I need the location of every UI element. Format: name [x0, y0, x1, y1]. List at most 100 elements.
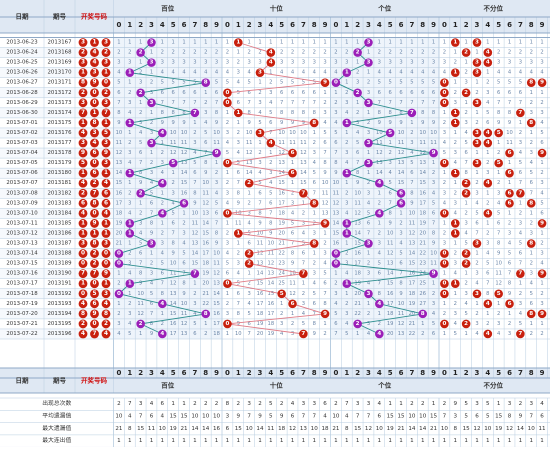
- omission-value: 1: [530, 90, 533, 96]
- hit-ball: [299, 329, 308, 339]
- omission-value: 5: [464, 140, 467, 146]
- hit-ball: [494, 128, 503, 138]
- omission-value: 4: [356, 130, 360, 136]
- omission-value: 1: [432, 40, 435, 46]
- omission-value: 4: [334, 120, 338, 126]
- stat-value: 5: [464, 401, 468, 407]
- stat-value: 7: [367, 413, 371, 419]
- omission-value: 1: [530, 40, 533, 46]
- hit-ball-digit: 2: [247, 261, 251, 267]
- hit-ball-digit: 8: [312, 120, 316, 126]
- omission-value: 2: [540, 170, 543, 176]
- omission-value: 3: [117, 321, 120, 327]
- draw-ball: [90, 289, 99, 299]
- omission-value: 3: [226, 130, 229, 136]
- omission-value: 7: [399, 271, 402, 277]
- omission-value: 5: [399, 80, 402, 86]
- stat-value: 6: [475, 413, 479, 419]
- hit-ball: [320, 219, 330, 228]
- omission-value: 2: [464, 70, 467, 76]
- date-cell: 2013-07-20: [6, 311, 38, 317]
- hit-ball-digit: 2: [139, 321, 143, 327]
- stat-value: 10: [202, 413, 210, 419]
- omission-value: 11: [409, 220, 416, 226]
- draw-ball: [78, 259, 88, 269]
- draw-ball-digit: 8: [104, 311, 108, 317]
- omission-value: 4: [172, 200, 176, 206]
- omission-value: 2: [367, 120, 370, 126]
- omission-value: 15: [409, 261, 416, 267]
- omission-value: 4: [247, 301, 251, 307]
- omission-value: 3: [378, 241, 381, 247]
- draw-ball-digit: 0: [104, 261, 108, 267]
- omission-value: 1: [464, 200, 467, 206]
- omission-value: 3: [258, 60, 261, 66]
- issue-cell: 2013189: [47, 261, 72, 267]
- date-cell: 2013-06-23: [6, 40, 37, 46]
- omission-value: 15: [354, 241, 361, 247]
- omission-value: 1: [486, 150, 489, 156]
- hit-ball: [440, 78, 449, 88]
- draw-ball: [101, 158, 111, 168]
- omission-value: 11: [354, 200, 361, 206]
- issue-cell: 2013175: [47, 120, 71, 126]
- omission-value: 6: [193, 170, 196, 176]
- omission-value: 10: [213, 130, 220, 136]
- omission-value: 7: [291, 241, 294, 247]
- hit-ball: [472, 289, 482, 299]
- omission-value: 6: [399, 261, 402, 267]
- stat-value: 2: [280, 401, 284, 407]
- omission-value: 6: [269, 200, 272, 206]
- hit-ball: [472, 68, 482, 77]
- footer-digit-header: 3: [366, 369, 371, 377]
- omission-value: 3: [464, 220, 467, 226]
- omission-value: 1: [193, 281, 196, 287]
- omission-value: 7: [161, 100, 164, 106]
- omission-value: 3: [313, 150, 316, 156]
- omission-value: 3: [345, 60, 348, 66]
- draw-ball-digit: 3: [81, 40, 85, 46]
- omission-value: 5: [302, 241, 305, 247]
- draw-ball: [78, 118, 88, 128]
- stat-value: 10: [159, 426, 167, 432]
- omission-value: 14: [170, 301, 177, 307]
- omission-value: 13: [213, 281, 220, 287]
- omission-value: 1: [139, 331, 142, 337]
- omission-value: 1: [464, 331, 467, 337]
- omission-value: 4: [389, 170, 393, 176]
- omission-value: 19: [409, 301, 416, 307]
- draw-ball-digit: 3: [104, 100, 108, 106]
- omission-value: 12: [300, 150, 307, 156]
- omission-value: 6: [117, 90, 120, 96]
- hit-ball: [516, 269, 525, 278]
- draw-ball-digit: 1: [81, 120, 85, 126]
- hit-ball: [320, 309, 330, 319]
- omission-value: 5: [237, 160, 240, 166]
- stat-value: 21: [180, 426, 188, 432]
- footer-group-header: 百位: [161, 381, 175, 390]
- omission-value: 1: [410, 120, 413, 126]
- hit-ball: [114, 259, 124, 268]
- draw-ball: [78, 198, 88, 208]
- omission-value: 3: [280, 321, 283, 327]
- draw-ball-digit: 7: [81, 271, 85, 277]
- hit-ball-digit: 8: [529, 311, 533, 317]
- hit-ball-digit: 2: [464, 90, 468, 96]
- omission-value: 5: [215, 200, 218, 206]
- hit-ball: [483, 329, 493, 339]
- omission-value: 1: [334, 90, 337, 96]
- omission-value: 3: [454, 150, 457, 156]
- omission-value: 5: [519, 321, 522, 327]
- omission-value: 17: [202, 251, 209, 257]
- hit-ball-digit: 5: [388, 130, 392, 136]
- omission-value: 3: [475, 271, 478, 277]
- hit-ball: [255, 128, 265, 138]
- omission-value: 12: [419, 150, 426, 156]
- omission-value: 3: [280, 60, 283, 66]
- hit-ball: [450, 168, 460, 178]
- omission-value: 10: [430, 130, 437, 136]
- omission-value: 5: [540, 130, 543, 136]
- stat-value: 6: [291, 413, 295, 419]
- draw-ball: [78, 88, 88, 98]
- omission-value: 5: [334, 130, 337, 136]
